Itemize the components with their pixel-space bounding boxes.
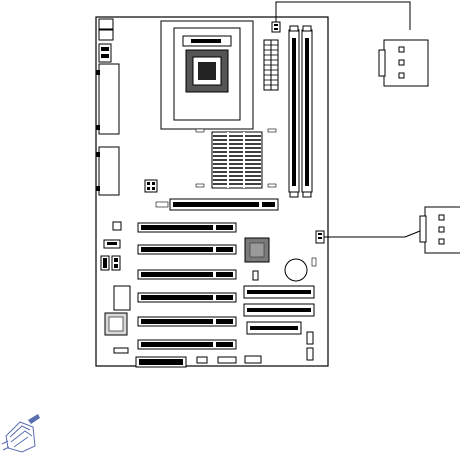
usb-connector — [99, 44, 111, 62]
system-fan-header — [316, 231, 324, 243]
atx12v-connector — [145, 180, 157, 192]
pci-slot-5 — [138, 317, 236, 326]
southbridge-chip — [245, 238, 269, 262]
pci-slot-6 — [138, 340, 236, 349]
cmos-battery — [285, 259, 307, 281]
ide-connector-1 — [244, 304, 314, 316]
fan-connector-detail-side — [420, 207, 460, 253]
io-controller-chip — [105, 313, 127, 335]
floppy-connector — [244, 286, 314, 298]
pci-slot-4 — [138, 293, 236, 302]
atx-power-connector — [264, 40, 278, 90]
ide-connector-2 — [247, 322, 301, 334]
bios-chip — [114, 286, 130, 310]
northbridge-heatsink — [212, 132, 262, 188]
note-icon — [2, 414, 40, 452]
agp-slot — [156, 199, 278, 210]
jumper-block — [113, 222, 121, 230]
parallel-port — [99, 64, 119, 134]
fan-connector-detail-top — [379, 40, 428, 86]
ps2-connector-2 — [99, 30, 113, 40]
front-panel-connector — [136, 357, 186, 367]
pci-slot-3 — [138, 270, 236, 279]
pci-slot-2 — [138, 245, 236, 254]
cpu-fan-header — [272, 22, 280, 32]
ps2-connector — [99, 19, 113, 29]
pci-slot-1 — [138, 223, 236, 232]
cpu-socket — [161, 21, 253, 129]
serial-port — [99, 147, 119, 195]
